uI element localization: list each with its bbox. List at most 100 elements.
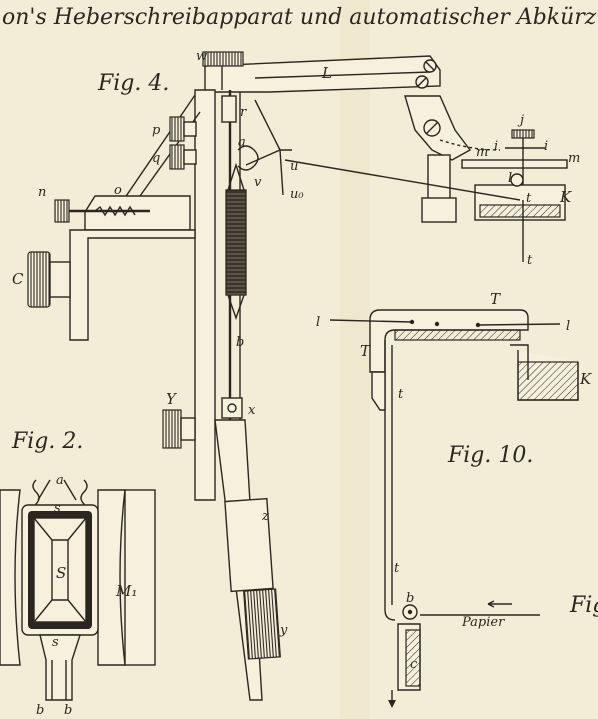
- block-r: [221, 95, 237, 123]
- holder-T: [369, 309, 529, 373]
- label-K: K: [559, 188, 572, 206]
- dot-2: [434, 321, 440, 327]
- paper-guide-hatch: [405, 629, 421, 687]
- label-b: b: [236, 335, 244, 350]
- fig2-label-b1: b: [36, 703, 44, 718]
- label-m1: m: [476, 145, 488, 160]
- label-v: v: [254, 175, 262, 190]
- clamp-x-hole: [227, 403, 237, 413]
- arm-o: [84, 195, 191, 231]
- coil-bottom-taper: [227, 294, 245, 321]
- wire-a-right: [63, 479, 77, 501]
- spring-a: [237, 145, 259, 171]
- fig4-caption: Fig. 4.: [97, 71, 169, 96]
- label-y: y: [279, 623, 288, 638]
- fig10-label-b: b: [406, 591, 414, 606]
- knob-j: [511, 129, 535, 139]
- figure-2: Fig. 2. a s S M₁ s b b: [0, 429, 156, 718]
- page-title: on's Heberschreibapparat und automatisch…: [2, 5, 598, 30]
- fig10-label-t2: t: [394, 561, 400, 576]
- label-x: x: [248, 403, 256, 418]
- label-o: o: [114, 183, 122, 198]
- lever-uo: [279, 149, 284, 196]
- fig2-caption: Fig. 2.: [11, 429, 83, 454]
- fig10-label-T2: T: [360, 342, 371, 360]
- knob-Y-collar: [180, 417, 196, 441]
- roller-y: [243, 588, 281, 660]
- post-foot: [421, 197, 457, 223]
- siphon-end: [510, 344, 529, 380]
- knob-q-collar: [183, 149, 197, 165]
- block-z: [224, 497, 274, 593]
- down-arrow-head: [388, 700, 396, 708]
- label-l: l: [508, 171, 512, 186]
- coil-bevel: [33, 517, 87, 623]
- label-t2: t: [527, 253, 533, 268]
- strut-1: [119, 94, 196, 206]
- label-n: n: [38, 185, 46, 200]
- page-fold-shadow: [340, 0, 370, 719]
- wire-a-left: [37, 479, 51, 501]
- fig2-label-M: M₁: [115, 582, 137, 600]
- knob-p-collar: [183, 121, 197, 137]
- fig2-label-s1: s: [54, 501, 61, 516]
- label-j: j: [517, 113, 524, 128]
- pole-left: [0, 489, 21, 666]
- label-t1: t: [526, 191, 532, 206]
- fig10-caption: Fig. 10.: [447, 443, 533, 468]
- tube-t-outer: [384, 340, 396, 621]
- reservoir-hatch: [479, 204, 561, 218]
- label-z: z: [261, 509, 269, 524]
- paper-arrow: [487, 600, 512, 608]
- fig2-label-s2: s: [52, 635, 59, 650]
- label-i1: i: [494, 139, 498, 154]
- knob-p: [169, 116, 185, 142]
- fig10-label-c: c: [410, 657, 418, 672]
- bracket-dashed-link: [439, 139, 501, 151]
- fig10-label-T1: T: [490, 290, 501, 308]
- fig10-label-t1: t: [398, 387, 404, 402]
- figure-4: Fig. 4.: [12, 49, 580, 701]
- pole-right: [97, 489, 126, 666]
- edge-partial-caption: Fig: [569, 593, 598, 618]
- lever-u: [245, 149, 292, 166]
- pulley-l: [510, 173, 524, 187]
- reservoir-K10-ink: [517, 361, 579, 401]
- tube-clamp: [371, 371, 386, 411]
- label-a: a: [238, 135, 246, 150]
- label-C: C: [12, 270, 24, 288]
- coil-core: [33, 517, 87, 623]
- label-i2: i: [544, 139, 548, 154]
- magnet-M1: [124, 489, 156, 666]
- knob-n: [54, 199, 70, 223]
- label-p: p: [152, 123, 161, 138]
- label-m2: m: [568, 151, 580, 166]
- label-Y: Y: [166, 390, 178, 408]
- fig10-label-papier: Papier: [461, 615, 505, 630]
- fig2-label-S: S: [56, 564, 66, 582]
- screw-top-1-slot: [425, 61, 435, 71]
- arm-L-edge: [254, 71, 431, 79]
- label-r: r: [240, 105, 247, 120]
- leader-l2: [477, 323, 561, 326]
- thread-to-siphon: [284, 159, 521, 201]
- label-L: L: [321, 64, 332, 82]
- leader-l1: [329, 319, 413, 323]
- bracket-screw-slot: [425, 121, 439, 135]
- label-w: w: [196, 49, 207, 64]
- roller-b-axle: [407, 609, 413, 615]
- figure-10: Fig. 10. T l l T K t t b Papier: [316, 290, 592, 708]
- knob-Y: [162, 409, 182, 449]
- plate-m: [461, 159, 568, 169]
- fig2-label-b2: b: [64, 703, 72, 718]
- knob-q: [169, 144, 185, 170]
- strut-3: [254, 99, 281, 151]
- fig10-label-l2: l: [566, 319, 570, 334]
- spring-n: [94, 205, 136, 217]
- fig10-label-l1: l: [316, 315, 320, 330]
- label-q: q: [152, 151, 160, 166]
- screw-top-2-slot: [417, 77, 427, 87]
- fig10-label-K: K: [579, 370, 592, 388]
- knob-C-hub: [49, 261, 71, 298]
